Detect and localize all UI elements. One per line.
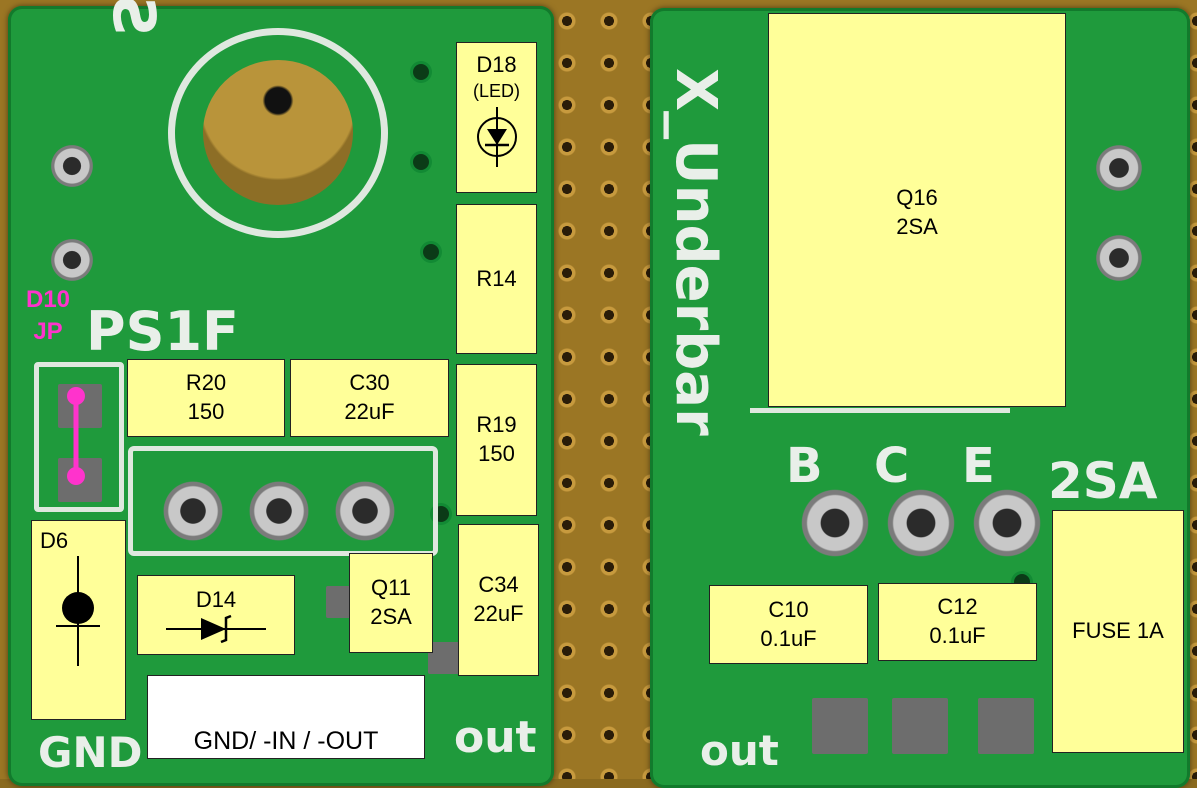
- smd-pad: [892, 698, 948, 754]
- via: [413, 154, 429, 170]
- label-c10-name: C10: [768, 596, 809, 622]
- mount-hole: [1095, 234, 1143, 282]
- led-symbol-icon: [476, 106, 517, 167]
- label-q16: Q16 2SA: [768, 13, 1066, 407]
- label-c34-value: 22uF: [473, 601, 524, 626]
- transistor-pin-hole: [886, 488, 956, 558]
- mount-hole: [1095, 144, 1143, 192]
- jumper-outline: [34, 362, 124, 512]
- label-fuse: FUSE 1A: [1052, 510, 1184, 753]
- label-q11-name: Q11: [371, 575, 411, 601]
- label-c10: C10 0.1uF: [709, 585, 868, 664]
- label-d18-name: D18: [476, 52, 517, 77]
- label-r19-name: R19: [476, 412, 517, 438]
- label-r14-name: R14: [476, 265, 517, 291]
- label-c12: C12 0.1uF: [878, 583, 1037, 661]
- smd-pad: [812, 698, 868, 754]
- silk-pin-e: E: [962, 438, 995, 494]
- q16-footprint-outline: [750, 408, 1010, 503]
- transistor-pin-hole: [972, 488, 1042, 558]
- led-mount-ring: [168, 28, 388, 238]
- label-r14: R14: [456, 204, 537, 354]
- q11-footprint-outline: [128, 446, 438, 556]
- transistor-pin-hole: [334, 480, 396, 542]
- label-r19-value: 150: [478, 441, 515, 466]
- transistor-pin-hole: [248, 480, 310, 542]
- label-c12-value: 0.1uF: [929, 623, 986, 648]
- label-c12-name: C12: [937, 594, 978, 620]
- label-c30: C30 22uF: [290, 359, 449, 437]
- silk-part-2sa: 2SA: [1048, 452, 1158, 510]
- label-q11: Q11 2SA: [349, 553, 433, 653]
- label-q11-type: 2SA: [370, 604, 412, 629]
- label-q16-type: 2SA: [896, 213, 938, 239]
- jumper-wire-icon: [67, 387, 85, 485]
- label-d18: D18 (LED): [456, 42, 537, 193]
- label-d14: D14: [137, 575, 295, 655]
- via: [423, 244, 439, 260]
- jumper-label-name: D10: [25, 286, 71, 313]
- transistor-pin-hole: [800, 488, 870, 558]
- silk-model: PS1F: [86, 300, 239, 363]
- smd-pad: [978, 698, 1034, 754]
- label-fuse-name: FUSE 1A: [1072, 618, 1164, 644]
- silk-board-name: SUNIW-MINUS: [100, 0, 168, 36]
- silk-pin-c: C: [874, 438, 910, 494]
- led-mount-hole: [203, 60, 353, 205]
- mount-hole: [50, 144, 94, 188]
- jumper-label-type: JP: [33, 318, 63, 346]
- label-c34: C34 22uF: [458, 524, 539, 676]
- mount-hole: [50, 238, 94, 282]
- label-d14-name: D14: [195, 586, 237, 612]
- silk-gnd: GND: [38, 728, 143, 777]
- label-d18-type: (LED): [472, 80, 520, 101]
- smd-pad: [428, 642, 460, 674]
- label-r20-value: 150: [187, 399, 225, 424]
- label-r19: R19 150: [456, 364, 537, 516]
- label-q16-name: Q16: [896, 185, 938, 210]
- label-pin-names: GND/ -IN / -OUT: [147, 675, 425, 759]
- transistor-pin-hole: [162, 480, 224, 542]
- via: [413, 64, 429, 80]
- zener-diode-symbol-icon: [166, 615, 266, 644]
- label-c10-value: 0.1uF: [760, 625, 817, 651]
- silk-out: out: [700, 726, 779, 775]
- label-r20: R20 150: [127, 359, 285, 437]
- diode-symbol-icon: [56, 555, 100, 666]
- label-d6: D6: [31, 520, 126, 720]
- silk-board-name: X_Underbar: [663, 68, 728, 436]
- label-c34-name: C34: [478, 572, 519, 598]
- silk-pin-b: B: [786, 438, 823, 494]
- label-c30-value: 22uF: [344, 399, 395, 424]
- label-d6-name: D6: [40, 528, 69, 553]
- label-c30-name: C30: [349, 370, 390, 396]
- label-r20-name: R20: [185, 370, 227, 396]
- silk-out: out: [454, 712, 537, 763]
- label-pin-names-text: GND/ -IN / -OUT: [193, 727, 379, 755]
- jumper-label: D10 JP: [18, 284, 78, 349]
